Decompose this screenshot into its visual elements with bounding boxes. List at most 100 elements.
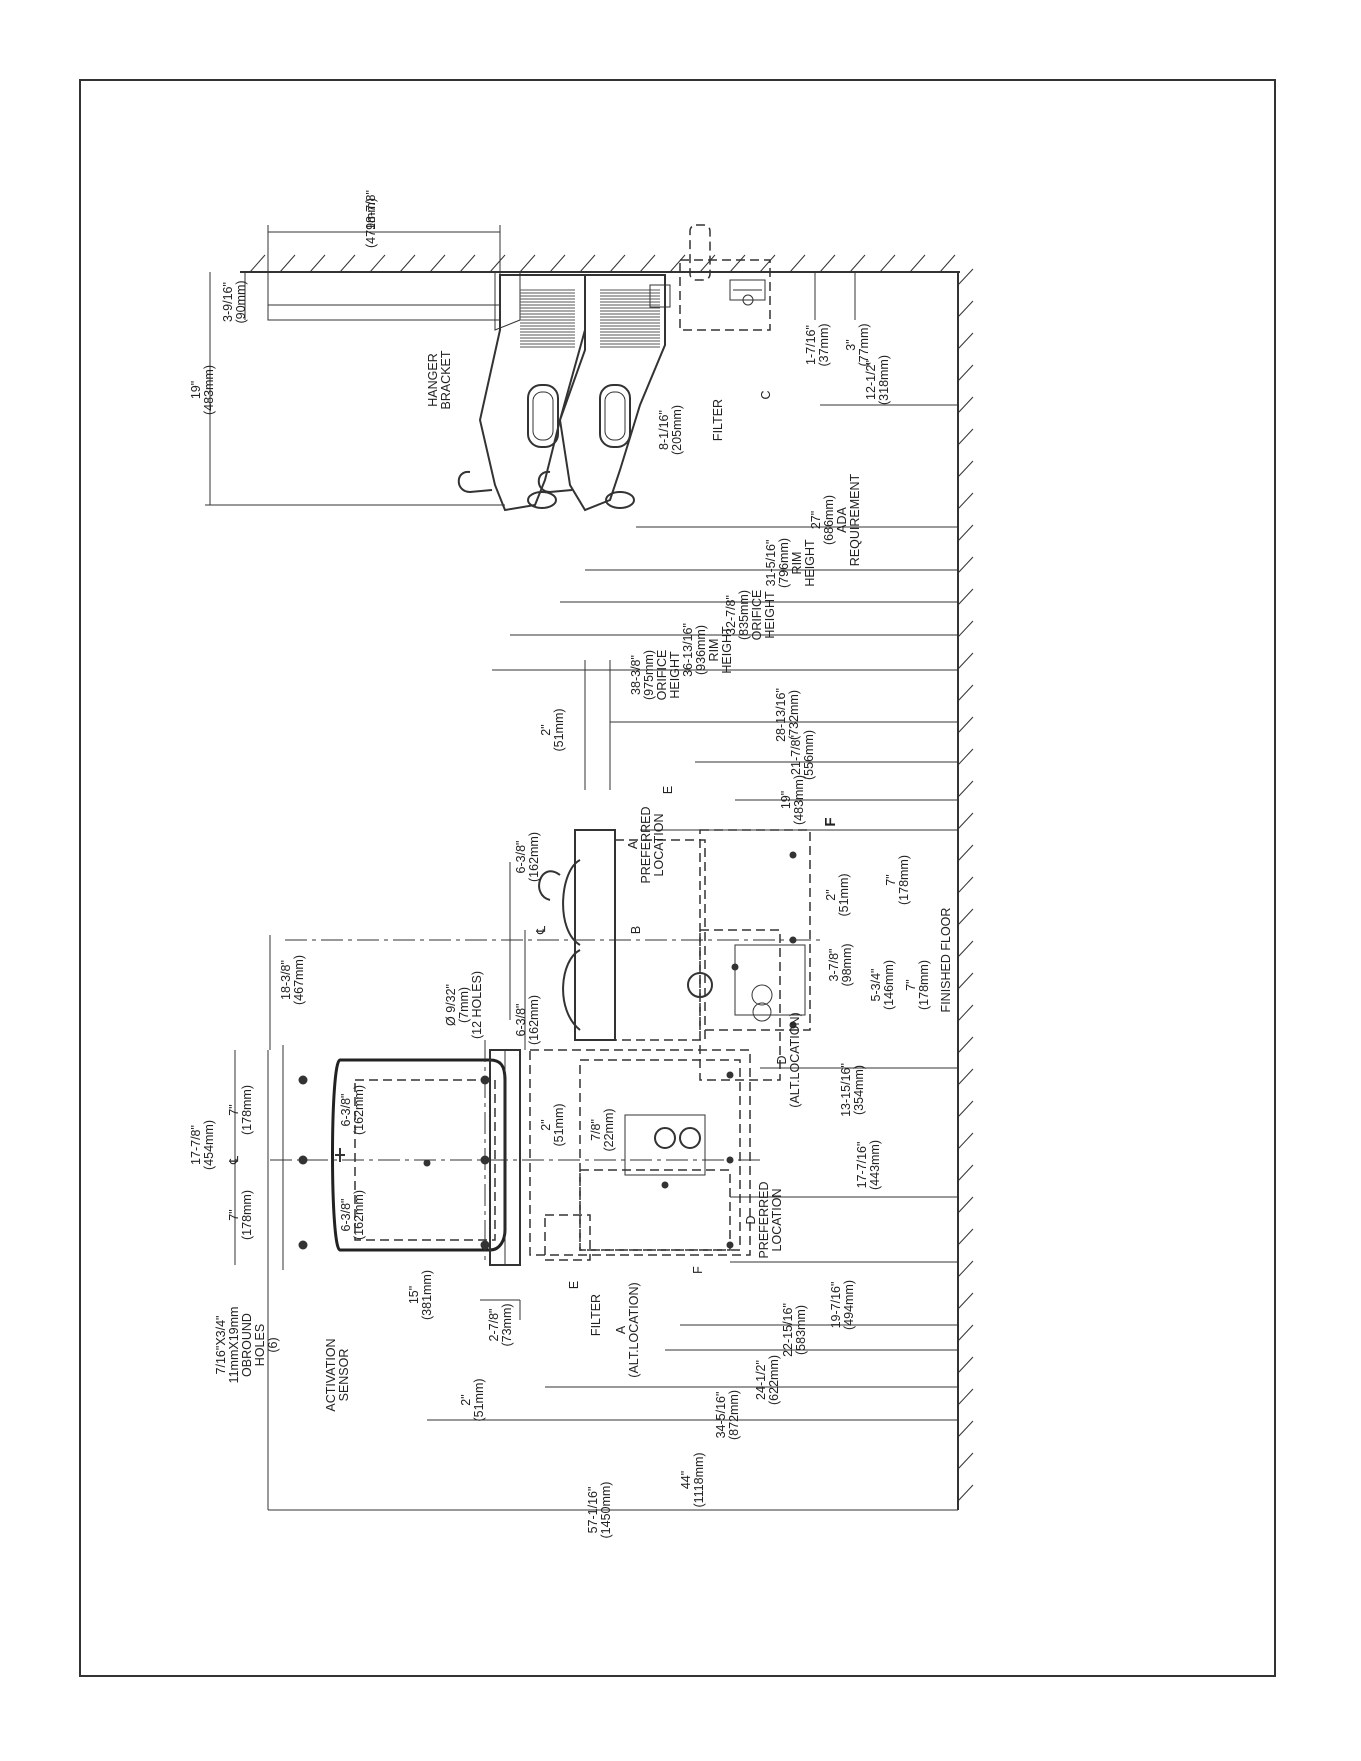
label-d19: 2"	[824, 889, 838, 900]
wall	[240, 254, 960, 273]
label-d26: 17-7/8"	[189, 1125, 203, 1165]
label-d38: 22-15/16"	[781, 1303, 795, 1357]
label-d8a: ADA	[835, 506, 849, 532]
label-d24: 18-3/8"	[279, 960, 293, 1000]
label-h1: Ø 9/32"	[444, 984, 458, 1026]
label-d11a: RIM	[707, 639, 721, 662]
plan-mounting-plate	[529, 1049, 751, 1256]
label-c1: C	[759, 390, 773, 399]
label-d42: 57-1/16"	[586, 1487, 600, 1534]
basin-outline	[331, 1058, 507, 1252]
label-d30: 6-3/8"	[339, 1199, 353, 1232]
label-d4m: (205mm)	[670, 405, 684, 455]
label-d38m: (583mm)	[794, 1305, 808, 1355]
label-d32m: (22mm)	[602, 1108, 616, 1151]
outlet-box	[734, 944, 806, 1016]
label-hb1: HANGER	[426, 353, 440, 406]
label-d16: 19"	[779, 791, 793, 809]
label-d24m: (467mm)	[292, 955, 306, 1005]
label-d33m: (443mm)	[868, 1140, 882, 1190]
label-ob5: (6)	[266, 1337, 280, 1352]
label-d27m: (178mm)	[240, 1085, 254, 1135]
label-e2: E	[567, 1281, 581, 1289]
label-d34m: (381mm)	[420, 1270, 434, 1320]
label-d36: 2"	[459, 1394, 473, 1405]
label-d28m: (178mm)	[240, 1190, 254, 1240]
label-d9b: HEIGHT	[803, 539, 817, 587]
label-e1: E	[661, 786, 675, 794]
label-d31: 2"	[539, 1119, 553, 1130]
label-h1a: (12 HOLES)	[470, 971, 484, 1039]
label-d11: 36-13/16"	[681, 623, 695, 677]
front-view	[285, 660, 958, 1081]
label-d1m: (479mm)	[364, 198, 378, 248]
label-d22m: (146mm)	[882, 960, 896, 1010]
label-d37: 19-7/16"	[829, 1282, 843, 1329]
plan-view	[270, 1040, 760, 1266]
label-d41: 44"	[679, 1471, 693, 1489]
label-d17: 6-3/8"	[514, 841, 528, 874]
label-dal2: (ALT.LOCATION)	[788, 1012, 802, 1107]
label-d3: 3-9/16"	[221, 282, 235, 322]
label-d10: 32-7/8"	[724, 595, 738, 635]
label-apl3: LOCATION	[652, 814, 666, 877]
label-filt2: FILTER	[589, 1294, 603, 1336]
label-d29m: (162mm)	[352, 1085, 366, 1135]
label-d35m: (73mm)	[500, 1303, 514, 1346]
front-housing	[574, 829, 616, 1041]
label-d2: 19"	[189, 381, 203, 399]
label-d12: 38-3/8"	[629, 655, 643, 695]
label-cl2: ℄	[227, 1155, 241, 1165]
label-aal1: A	[614, 1325, 628, 1334]
label-dpl2: PREFERRED	[757, 1181, 771, 1258]
dimension-labels: 18-7/8"(479mm)19"(483mm)3-9/16"(90mm)HAN…	[189, 190, 953, 1538]
label-d6: 3"	[844, 339, 858, 350]
label-d29: 6-3/8"	[339, 1094, 353, 1127]
side-view	[267, 224, 771, 512]
label-d2m: (483mm)	[202, 365, 216, 415]
label-d13: 2"	[539, 724, 553, 735]
label-d11m: (936mm)	[694, 625, 708, 675]
label-apl1: A	[626, 840, 640, 849]
label-d9m: (796mm)	[777, 538, 791, 588]
label-apl2: PREFERRED	[639, 806, 653, 883]
label-ob1: 7/16"X3/4"	[214, 1316, 228, 1375]
label-d36m: (51mm)	[472, 1378, 486, 1421]
label-d40: 34-5/16"	[714, 1392, 728, 1439]
label-d25m: (354mm)	[852, 1065, 866, 1115]
label-hb2: BRACKET	[439, 350, 453, 409]
label-f1: F	[822, 817, 839, 826]
label-d34: 15"	[407, 1286, 421, 1304]
plan-outlet	[624, 1114, 706, 1176]
label-cl1: ℄	[534, 925, 548, 935]
label-d10a: ORIFICE	[750, 590, 764, 641]
label-d14m: (732mm)	[787, 690, 801, 740]
label-d12b: HEIGHT	[668, 651, 682, 699]
label-ob3: OBROUND	[240, 1313, 254, 1377]
label-dpl1: D	[744, 1215, 758, 1224]
label-h1m: (7mm)	[457, 987, 471, 1023]
label-d21m: (98mm)	[840, 943, 854, 986]
label-d15m: (556mm)	[802, 730, 816, 780]
label-d15: 21-7/8"	[789, 735, 803, 775]
label-d6m: (77mm)	[857, 323, 871, 366]
label-d7m: (318mm)	[877, 355, 891, 405]
label-d14: 28-13/16"	[774, 688, 788, 742]
label-aal2: (ALT.LOCATION)	[627, 1282, 641, 1377]
label-d31m: (51mm)	[552, 1103, 566, 1146]
label-d11b: HEIGHT	[720, 626, 734, 674]
label-d13m: (51mm)	[552, 708, 566, 751]
label-d10m: (835mm)	[737, 590, 751, 640]
label-d5: 1-7/16"	[804, 325, 818, 365]
label-d27: 7"	[227, 1104, 241, 1115]
label-d12m: (975mm)	[642, 650, 656, 700]
label-f2: F	[691, 1266, 705, 1274]
label-d10b: HEIGHT	[763, 591, 777, 639]
label-d7: 12-1/2"	[864, 360, 878, 400]
label-ob4: HOLES	[253, 1324, 267, 1366]
label-d23m: (178mm)	[917, 960, 931, 1010]
label-as1: ACTIVATION	[324, 1338, 338, 1411]
label-d8m: (686mm)	[822, 495, 836, 545]
label-d9: 31-5/16"	[764, 540, 778, 587]
